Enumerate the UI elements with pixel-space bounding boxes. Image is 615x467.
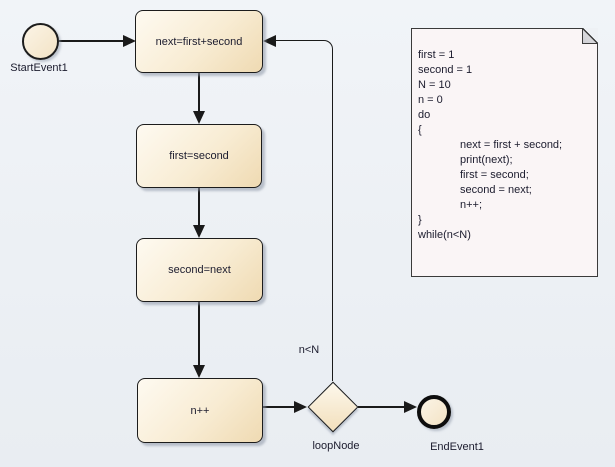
action-node-second-next[interactable]: second=next — [136, 238, 263, 302]
code-note[interactable]: first = 1 second = 1 N = 10 n = 0 do { n… — [411, 28, 598, 277]
loop-node-label: loopNode — [312, 440, 360, 452]
action-node-label: next=first+second — [155, 35, 243, 48]
connector-action2-to-action3[interactable] — [198, 188, 200, 226]
connector-loopnode-back-to-action1[interactable] — [270, 40, 333, 382]
note-line: { — [418, 124, 422, 136]
arrowhead-icon — [404, 401, 417, 413]
end-event-node[interactable] — [417, 395, 451, 429]
arrowhead-icon — [193, 111, 205, 124]
note-line: } — [418, 214, 422, 226]
note-line: next = first + second; — [460, 139, 563, 151]
connector-action3-to-action4[interactable] — [198, 302, 200, 366]
connector-action4-to-loopnode[interactable] — [263, 406, 295, 408]
action-node-increment[interactable]: n++ — [137, 378, 263, 443]
action-node-label: n++ — [190, 404, 210, 417]
action-node-next-first-second[interactable]: next=first+second — [135, 10, 263, 73]
start-event-node[interactable] — [22, 23, 59, 60]
connector-loopnode-to-end[interactable] — [358, 406, 405, 408]
note-line: while(n<N) — [418, 229, 471, 241]
note-line: second = next; — [460, 184, 532, 196]
note-line: do — [418, 109, 431, 121]
arrowhead-icon — [193, 365, 205, 378]
guard-label: n<N — [298, 344, 320, 356]
note-line: print(next); — [460, 154, 513, 166]
action-node-label: first=second — [169, 150, 229, 162]
note-line: n++; — [460, 199, 483, 211]
note-line: second = 1 — [418, 64, 473, 76]
action-node-label: second=next — [168, 264, 231, 276]
arrowhead-icon — [123, 35, 136, 47]
arrowhead-icon — [193, 225, 205, 238]
note-line: n = 0 — [418, 94, 443, 106]
arrowhead-icon — [263, 35, 276, 47]
note-line: first = second; — [460, 169, 529, 181]
end-event-label: EndEvent1 — [430, 441, 484, 453]
arrowhead-icon — [294, 401, 307, 413]
connector-start-to-action1[interactable] — [59, 40, 124, 42]
start-event-label: StartEvent1 — [10, 62, 68, 74]
note-line: first = 1 — [418, 49, 455, 61]
action-node-first-second[interactable]: first=second — [136, 124, 262, 188]
connector-action1-to-action2[interactable] — [198, 73, 200, 112]
loop-decision-node[interactable] — [307, 381, 359, 433]
note-line: N = 10 — [418, 79, 451, 91]
